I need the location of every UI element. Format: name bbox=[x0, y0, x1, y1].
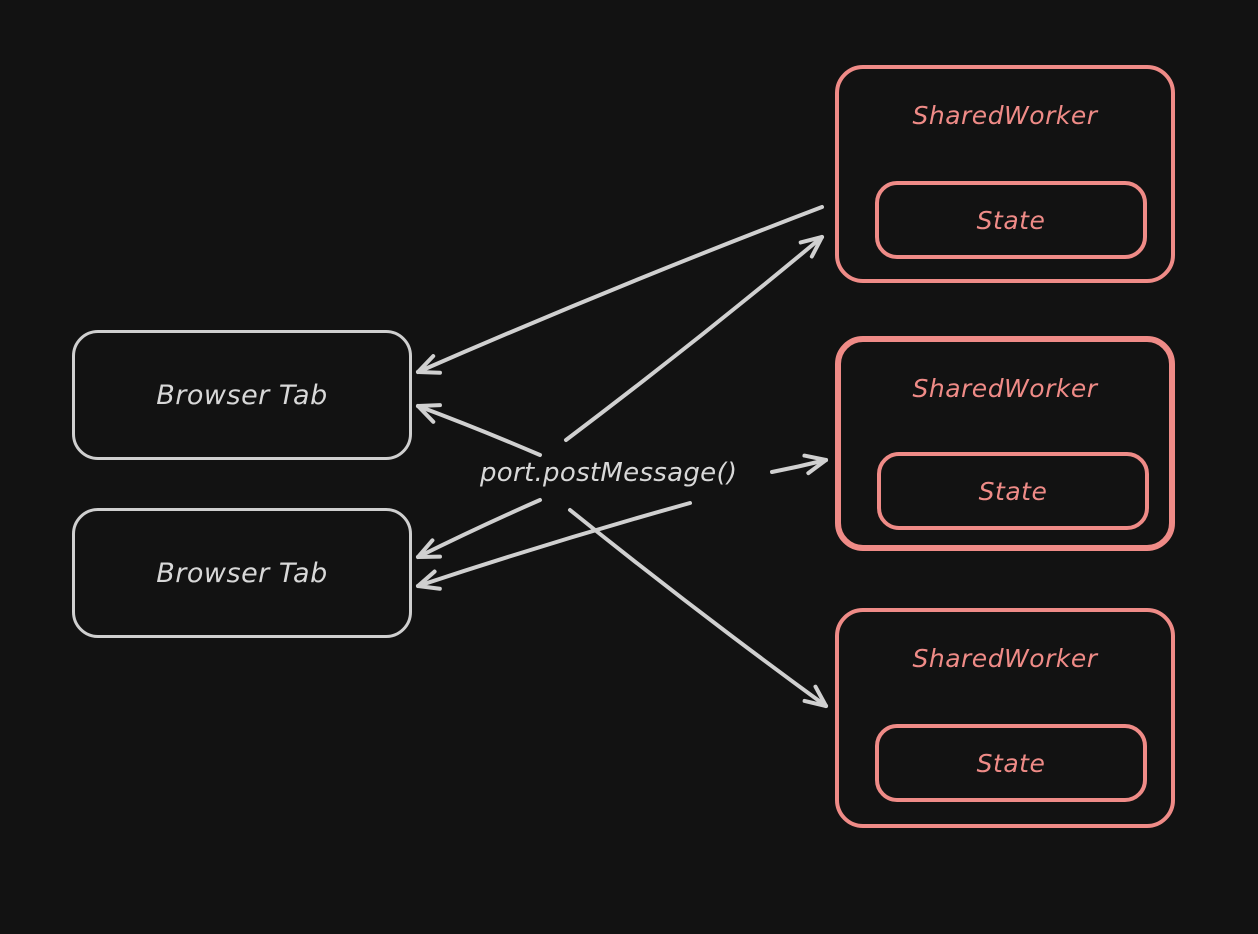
arrow-e4 bbox=[770, 453, 828, 476]
arrow-e5 bbox=[416, 498, 542, 559]
arrow-e7 bbox=[568, 508, 828, 708]
node-state-worker-1[interactable]: State bbox=[875, 181, 1147, 259]
arrow-e6 bbox=[416, 501, 692, 591]
node-label-tab-2: Browser Tab bbox=[156, 557, 328, 589]
node-state-label-worker-1: State bbox=[976, 205, 1046, 235]
node-tab-1[interactable]: Browser Tab bbox=[72, 330, 412, 460]
arrow-e1 bbox=[416, 205, 824, 375]
node-state-worker-2[interactable]: State bbox=[877, 452, 1149, 530]
node-state-label-worker-3: State bbox=[976, 748, 1046, 778]
node-tab-2[interactable]: Browser Tab bbox=[72, 508, 412, 638]
node-label-worker-3: SharedWorker bbox=[912, 644, 1098, 673]
node-label-worker-2: SharedWorker bbox=[912, 374, 1098, 403]
arrow-e3 bbox=[416, 403, 542, 457]
edge-label-port-postmessage: port.postMessage() bbox=[480, 458, 738, 488]
arrow-e2 bbox=[564, 235, 824, 442]
node-label-tab-1: Browser Tab bbox=[156, 379, 328, 411]
node-state-worker-3[interactable]: State bbox=[875, 724, 1147, 802]
node-state-label-worker-2: State bbox=[978, 476, 1048, 506]
node-label-worker-1: SharedWorker bbox=[912, 101, 1098, 130]
